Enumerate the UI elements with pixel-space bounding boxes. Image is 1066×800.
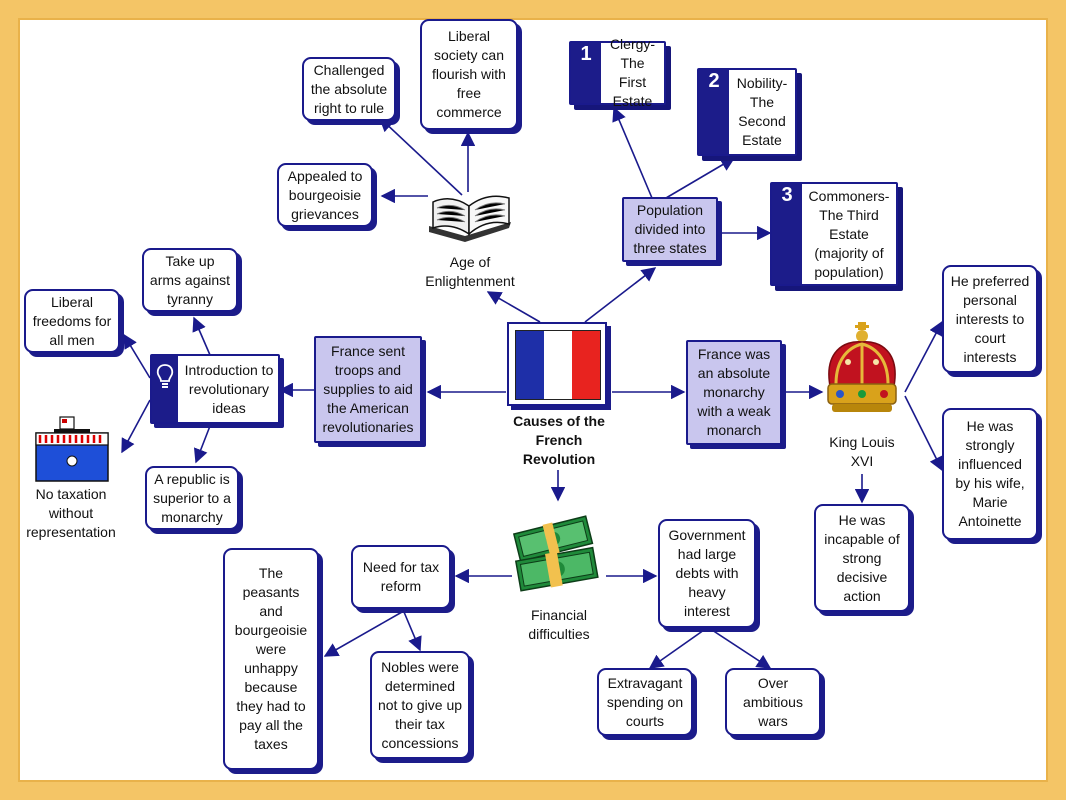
node-challenged: Challenged the absolute right to rule	[302, 57, 396, 121]
node-estate-1: 1 Clergy- The First Estate	[569, 36, 666, 109]
label-king-louis: King Louis XVI	[829, 434, 895, 469]
label-enlightenment: Age of Enlightenment	[425, 254, 515, 289]
book-icon	[429, 195, 511, 242]
node-france-sent: France sent troops and supplies to aid t…	[314, 336, 422, 443]
node-influenced-wife: He was strongly influenced by his wife, …	[942, 408, 1038, 540]
link-tax-reform-peasants	[323, 611, 403, 657]
node-personal-interests: He preferred personal interests to court…	[942, 265, 1038, 373]
node-intro-revolutionary: Introduction to revolutionary ideas	[150, 354, 280, 424]
link-tax-reform-nobles	[403, 611, 422, 652]
node-absolute-monarchy: France was an absolute monarchy with a w…	[686, 340, 782, 445]
link-population-estate1	[612, 106, 653, 199]
node-tax-reform: Need for tax reform	[351, 545, 451, 609]
center-title: Causes of the French Revolution	[513, 413, 605, 467]
link-center-population	[584, 267, 657, 323]
link-intro-liberal-freedoms	[123, 333, 151, 379]
node-republic: A republic is superior to a monarchy	[145, 466, 239, 530]
node-appealed: Appealed to bourgeoisie grievances	[277, 163, 373, 227]
node-nobles: Nobles were determined not to give up th…	[370, 651, 470, 759]
label-financial: Financial difficulties	[528, 607, 590, 642]
label-no-taxation: No taxation without representation	[26, 486, 116, 540]
node-take-up-arms: Take up arms against tyranny	[142, 248, 238, 312]
link-king-wife	[904, 395, 943, 472]
node-over-ambitious: Over ambitious wars	[725, 668, 821, 736]
link-center-enlightenment	[486, 291, 541, 323]
link-debts-wars	[711, 629, 772, 669]
node-population: Population divided into three states	[622, 197, 718, 262]
link-intro-take-up-arms	[192, 316, 211, 356]
node-liberal-freedoms: Liberal freedoms for all men	[24, 289, 120, 353]
link-king-personal	[904, 320, 943, 393]
crown-icon	[827, 322, 897, 412]
link-intro-no-taxation	[121, 399, 151, 454]
link-enlightenment-challenged	[378, 117, 463, 196]
estate-number-1: 1	[571, 43, 601, 103]
link-debts-extravagant	[648, 629, 705, 669]
money-icon	[512, 515, 599, 592]
link-population-estate2	[665, 157, 736, 199]
lightbulb-icon	[156, 364, 174, 388]
node-liberal-society: Liberal society can flourish with free c…	[420, 19, 518, 130]
link-intro-republic	[193, 425, 211, 464]
node-estate-3: 3 Commoners- The Third Estate (majority …	[770, 182, 898, 286]
estate-number-3: 3	[772, 184, 802, 284]
flag-icon	[507, 322, 607, 406]
estate-number-2: 2	[699, 70, 729, 154]
node-government-debts: Government had large debts with heavy in…	[658, 519, 756, 628]
node-peasants: The peasants and bourgeoisie were unhapp…	[223, 548, 319, 770]
node-incapable: He was incapable of strong decisive acti…	[814, 504, 910, 612]
node-estate-2: 2 Nobility- The Second Estate	[697, 68, 797, 156]
ballot-box-icon	[35, 416, 109, 482]
node-extravagant: Extravagant spending on courts	[597, 668, 693, 736]
